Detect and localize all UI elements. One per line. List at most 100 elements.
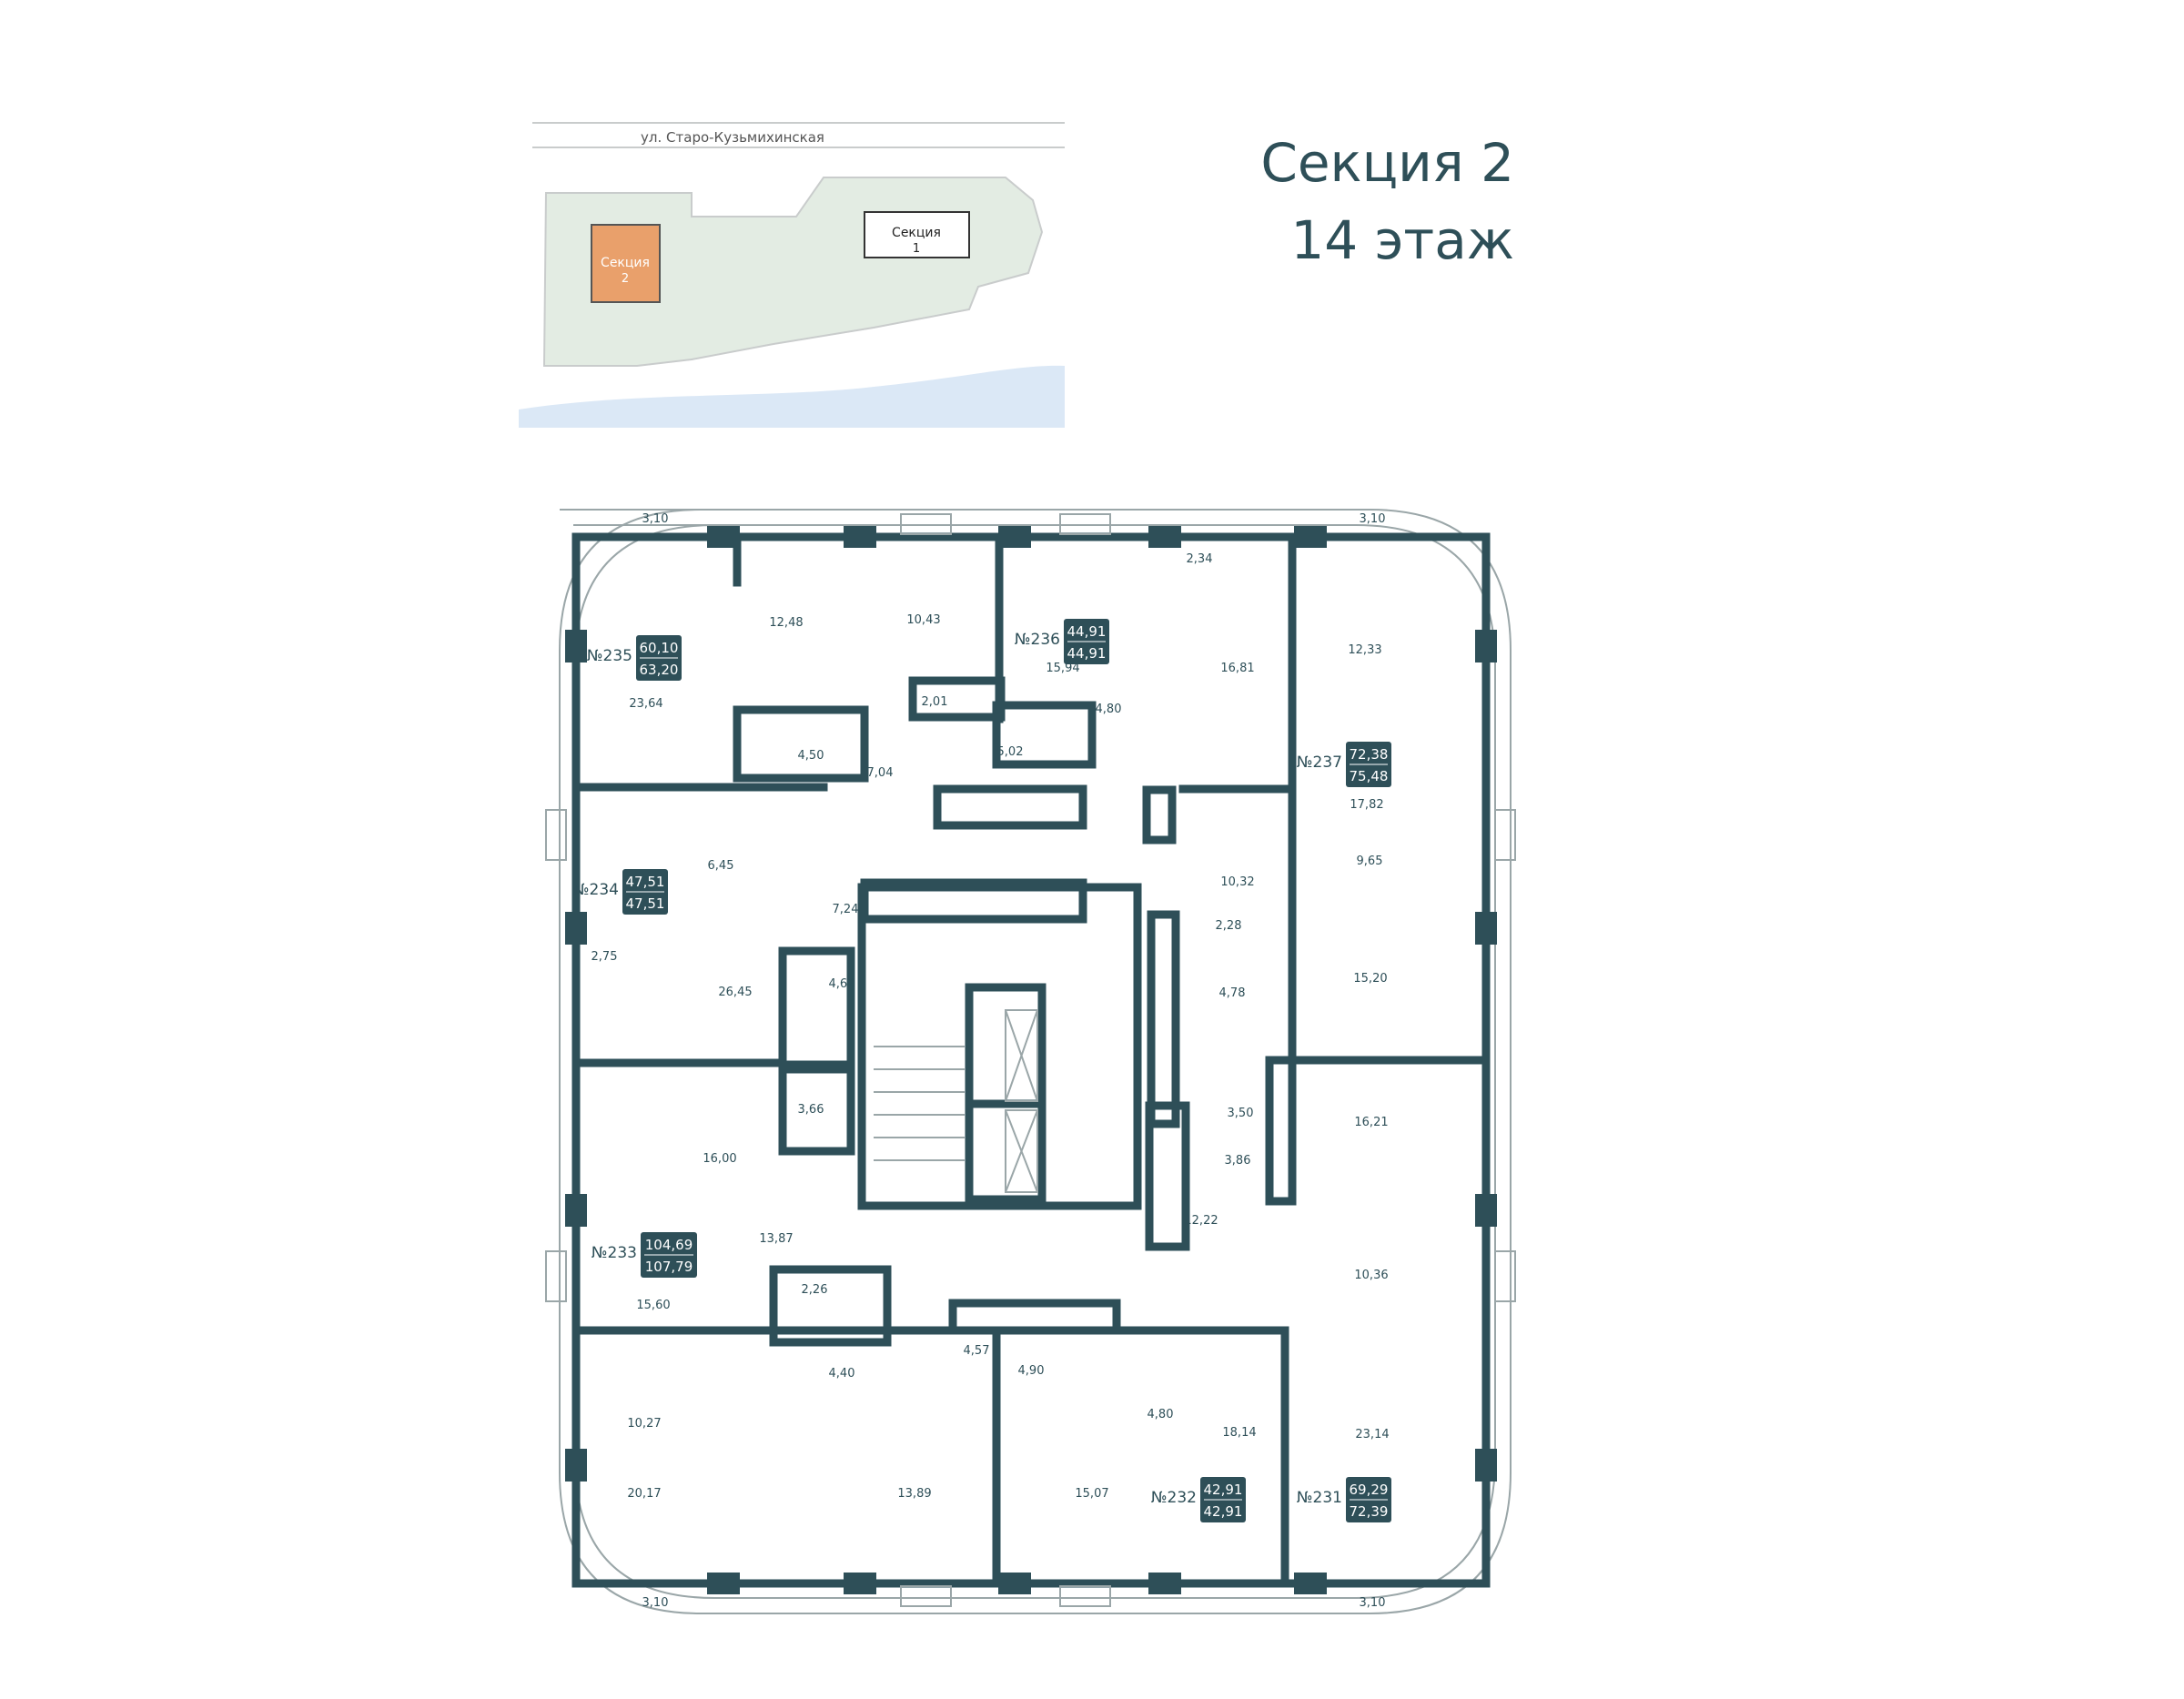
apartment-number: №233 [592,1244,637,1262]
room-area-label: 3,50 [1228,1107,1254,1120]
street-label: ул. Старо-Кузьмихинская [641,129,824,146]
room-area-label: 26,45 [718,986,752,999]
room-area-label: 18,14 [1222,1426,1256,1440]
floor-title: 14 этаж [1290,209,1514,271]
walls [571,532,1491,1588]
room-area-label: 4,62 [829,977,855,991]
room-area-label: 12,22 [1184,1214,1218,1228]
total-area: 47,51 [626,895,665,912]
room-area-label: 3,10 [642,1596,669,1610]
room-area-label: 12,33 [1348,643,1381,657]
room-area-label: 16,00 [703,1152,736,1166]
column [1148,1573,1181,1594]
apartment-number: №237 [1297,753,1342,772]
room-area-label: 20,17 [627,1487,661,1501]
living-area: 42,91 [1204,1482,1243,1498]
column [1475,912,1497,945]
living-area: 69,29 [1350,1482,1389,1498]
column [707,526,740,548]
column [844,1573,876,1594]
column [565,1449,587,1482]
total-area: 63,20 [640,662,679,678]
column [844,526,876,548]
apartment-number: №231 [1297,1489,1342,1507]
room-area-label: 4,40 [829,1367,855,1380]
section-1-building[interactable] [864,211,970,258]
apartment-6[interactable]: №232 42,91 42,91 [1151,1477,1246,1522]
room-area-label: 10,36 [1354,1269,1388,1282]
living-area: 72,38 [1350,746,1389,763]
window-bays [545,513,1516,1607]
site-plan[interactable]: ул. Старо-Кузьмихинская Секция 1 Секция … [0,0,2184,455]
column [1294,526,1327,548]
column [707,1573,740,1594]
column [1475,1449,1497,1482]
column [998,1573,1031,1594]
room-area-label: 12,48 [769,616,803,630]
apartment-1[interactable]: №235 60,10 63,20 [587,635,682,681]
apartment-7[interactable]: №231 69,29 72,39 [1297,1477,1391,1522]
living-area: 47,51 [626,874,665,890]
apartment-4[interactable]: №234 47,51 47,51 [573,869,668,915]
room-area-label: 2,01 [922,695,948,709]
room-area-label: 7,04 [867,766,894,780]
staircase [874,1009,1038,1193]
room-area-label: 23,14 [1355,1428,1389,1441]
room-area-label: 5,02 [997,745,1024,759]
column [565,1194,587,1227]
section-2-label: Секция [601,256,650,270]
room-area-label: 3,10 [642,512,669,526]
room-area-label: 3,10 [1360,1596,1386,1610]
section-title: Секция 2 [1260,132,1514,194]
total-area: 75,48 [1350,768,1389,784]
room-area-label: 13,89 [897,1487,931,1501]
section-1-label: Секция [892,226,941,240]
room-area-label: 9,65 [1357,855,1383,868]
room-area-label: 15,20 [1353,972,1387,986]
living-area: 44,91 [1067,623,1107,640]
room-area-label: 3,10 [1360,512,1386,526]
room-area-label: 4,50 [798,749,824,763]
room-area-label: 15,07 [1075,1487,1108,1501]
room-area-label: 3,66 [798,1103,824,1117]
room-area-label: 2,26 [802,1283,828,1297]
living-area: 60,10 [640,640,679,656]
apartment-3[interactable]: №237 72,38 75,48 [1297,742,1391,787]
total-area: 44,91 [1067,645,1107,662]
room-area-label: 13,87 [759,1232,793,1246]
room-area-label: 10,27 [627,1417,661,1431]
column [565,630,587,662]
room-area-label: 16,81 [1220,662,1254,675]
apartment-number: №232 [1151,1489,1197,1507]
facade-columns [565,526,1497,1594]
room-area-label: 2,34 [1187,552,1213,566]
section-2-number: 2 [622,272,629,286]
apartment-number: №235 [587,647,632,665]
room-area-label: 10,32 [1220,875,1254,889]
column [565,912,587,945]
room-area-label: 15,94 [1046,662,1079,675]
river-icon [519,365,1065,428]
column [1148,526,1181,548]
room-area-label: 2,75 [592,950,618,964]
total-area: 107,79 [645,1259,693,1275]
room-area-label: 10,43 [906,613,940,627]
room-area-label: 4,80 [1096,703,1122,716]
apartment-number: №234 [573,881,619,899]
total-area: 42,91 [1204,1503,1243,1520]
apartment-5[interactable]: №233 104,69 107,79 [592,1232,697,1278]
column [1475,630,1497,662]
room-area-label: 7,24 [833,903,859,916]
section-2-building[interactable] [591,224,661,303]
room-area-label: 6,45 [708,859,734,873]
living-area: 104,69 [645,1237,693,1253]
room-area-label: 16,21 [1354,1116,1388,1129]
room-area-label: 15,60 [636,1299,670,1312]
column [998,526,1031,548]
room-area-label: 4,57 [964,1344,990,1358]
total-area: 72,39 [1350,1503,1389,1520]
column [1475,1194,1497,1227]
